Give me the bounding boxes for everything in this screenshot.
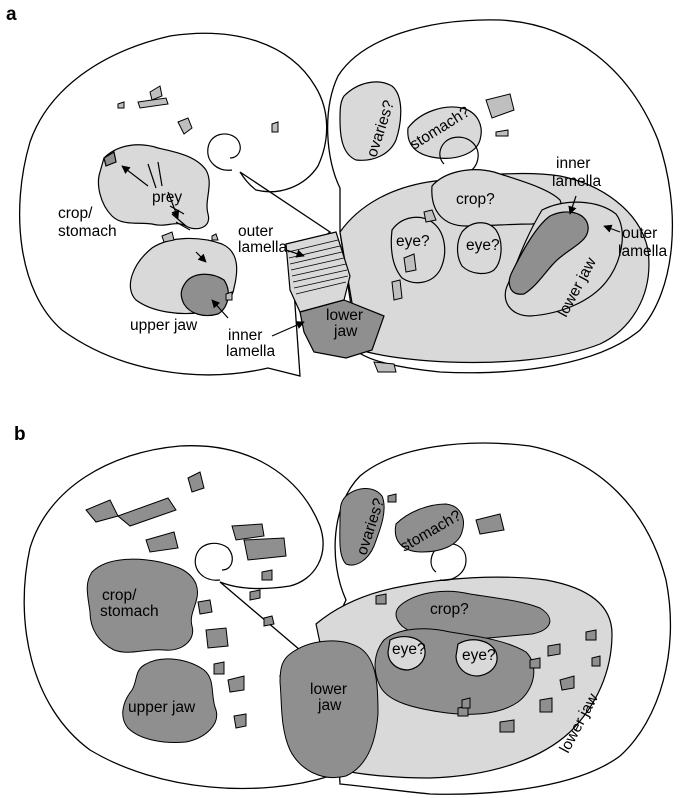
label-eye1: eye? xyxy=(396,233,430,250)
label-upper-jaw: upper jaw xyxy=(130,317,198,334)
eye1-b xyxy=(387,636,426,671)
stomach-region xyxy=(407,106,482,159)
left-swirl xyxy=(207,133,241,171)
stomach-region-b xyxy=(394,503,464,553)
inner-lamella-left xyxy=(180,273,229,317)
label-b-crop-stomach-2: stomach xyxy=(100,603,159,620)
label-eye2: eye? xyxy=(466,237,500,254)
label-b-lower-jaw-2: jaw xyxy=(317,697,342,714)
label-outer-lamella-left-1: outer xyxy=(238,223,273,240)
eye2-b xyxy=(455,639,498,677)
label-inner-lamella-right-2: lamella xyxy=(552,173,601,190)
label-crop-stomach-1: crop/ xyxy=(58,205,93,222)
panel-a: a xyxy=(6,4,674,377)
label-inner-lamella-left-1: inner xyxy=(228,327,262,344)
eye1-region xyxy=(390,216,446,284)
label-b-eye2: eye? xyxy=(462,647,496,664)
outer-lamella-center xyxy=(285,231,351,313)
label-crop: crop? xyxy=(456,191,495,208)
label-prey: prey xyxy=(152,189,182,206)
label-b-upper-jaw: upper jaw xyxy=(128,699,196,716)
eye2-region xyxy=(456,222,502,275)
label-outer-lamella-left-2: lamella xyxy=(238,239,287,256)
label-b-eye1: eye? xyxy=(392,641,426,658)
lower-jaw-center-region xyxy=(299,299,385,359)
outer-lamella-hatch xyxy=(287,239,349,295)
label-inner-lamella-left-2: lamella xyxy=(226,343,275,360)
panel-b-letter: b xyxy=(14,424,26,445)
ovaries-region xyxy=(339,81,402,161)
label-b-lower-jaw-1: lower xyxy=(310,681,347,698)
left-swirl-b xyxy=(194,542,233,581)
ovaries-region-b xyxy=(339,488,385,566)
label-b-crop-stomach-1: crop/ xyxy=(102,587,137,604)
lower-jaw-region-b xyxy=(279,640,379,778)
label-outer-lamella-right-2: lamella xyxy=(618,243,667,260)
right-swirl-b xyxy=(430,543,467,581)
panel-b: b xyxy=(14,424,672,795)
panel-a-small-blobs xyxy=(117,85,515,373)
panel-a-arrows xyxy=(121,165,621,337)
label-inner-lamella-right-1: inner xyxy=(556,155,590,172)
crop-stomach-region-b xyxy=(86,558,198,653)
label-lower-jaw-center-1: lower xyxy=(326,307,363,324)
crop-region-b xyxy=(395,590,551,641)
label-lower-jaw-center-2: jaw xyxy=(333,323,358,340)
panel-a-letter: a xyxy=(6,4,17,25)
panel-b-small-blobs xyxy=(85,471,601,733)
label-outer-lamella-right-1: outer xyxy=(622,225,657,242)
upper-jaw-region-b xyxy=(122,658,218,743)
crop-dark-spot xyxy=(103,151,117,167)
inner-lamella-right xyxy=(508,211,589,295)
label-b-crop: crop? xyxy=(430,601,469,618)
label-crop-stomach-2: stomach xyxy=(58,223,117,240)
